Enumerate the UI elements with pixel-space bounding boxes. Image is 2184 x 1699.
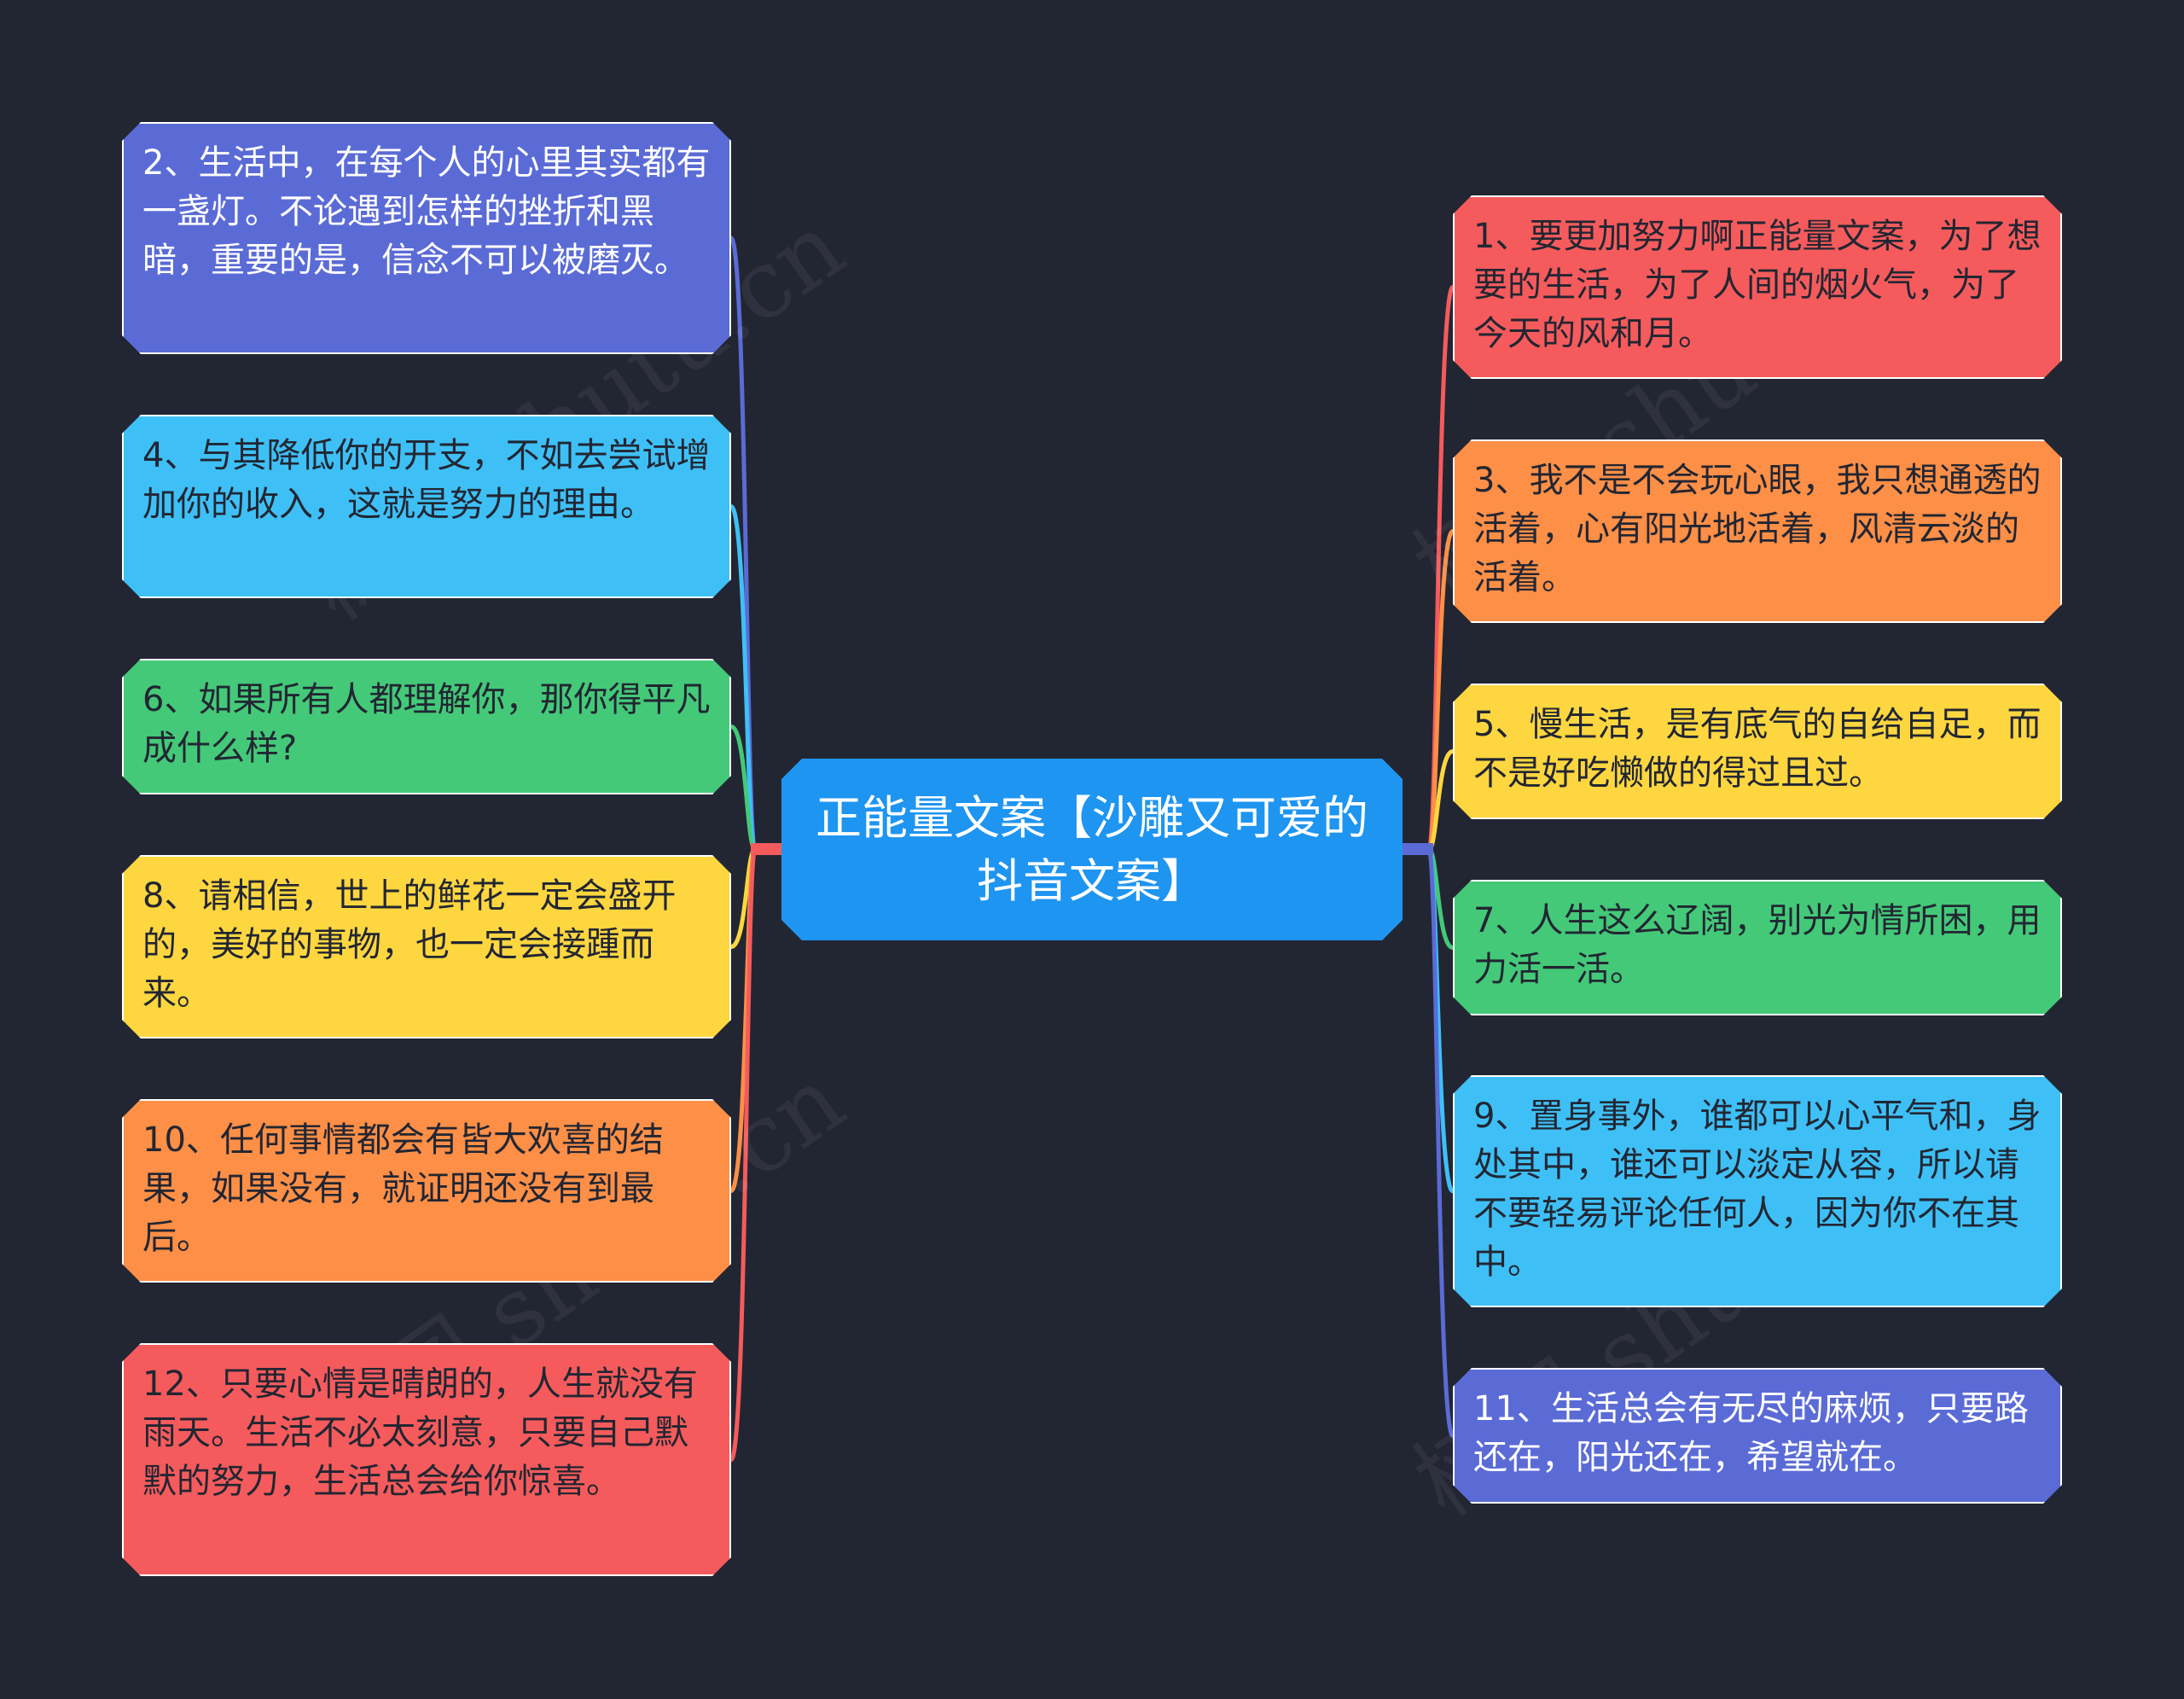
connector-line-right [1403,847,1455,950]
topic-text: 5、慢生活，是有底气的自给自足，而不是好吃懒做的得过且过。 [1473,705,2042,793]
connector-line-left [729,504,781,852]
topic-text: 10、任何事情都会有皆大欢喜的结果，如果没有，就证明还没有到最后。 [142,1120,664,1257]
topic-text: 3、我不是不会玩心眼，我只想通透的活着，心有阳光地活着，风清云淡的活着。 [1473,461,2042,597]
topic-node-right-1[interactable]: 1、要更加努力啊正能量文案，为了想要的生活，为了人间的烟火气，为了今天的风和月。 [1453,195,2062,379]
connector-line-left [729,847,781,1193]
topic-node-right-11[interactable]: 11、生活总会有无尽的麻烦，只要路还在，阳光还在，希望就在。 [1453,1368,2062,1504]
topic-node-right-9[interactable]: 9、置身事外，谁都可以心平气和，身处其中，谁还可以淡定从容，所以请不要轻易评论任… [1453,1075,2062,1307]
topic-node-left-4[interactable]: 4、与其降低你的开支，不如去尝试增加你的收入，这就是努力的理由。 [122,415,731,598]
connector-line-left [729,847,781,1462]
topic-node-left-12[interactable]: 12、只要心情是晴朗的，人生就没有雨天。生活不必太刻意，只要自己默默的努力，生活… [122,1343,731,1576]
connector-line-right [1403,529,1455,852]
connector-line-left [729,847,781,949]
connector-stub-right [1403,843,1433,855]
connector-line-right [1403,847,1455,1194]
topic-node-left-2[interactable]: 2、生活中，在每个人的心里其实都有一盏灯。不论遇到怎样的挫折和黑暗，重要的是，信… [122,122,731,354]
topic-text: 9、置身事外，谁都可以心平气和，身处其中，谁还可以淡定从容，所以请不要轻易评论任… [1473,1097,2042,1282]
topic-text: 1、要更加努力啊正能量文案，为了想要的生活，为了人间的烟火气，为了今天的风和月。 [1473,217,2042,353]
topic-node-left-10[interactable]: 10、任何事情都会有皆大欢喜的结果，如果没有，就证明还没有到最后。 [122,1099,731,1283]
central-topic-label: 正能量文案【沙雕又可爱的抖音文案】 [816,790,1368,908]
topic-text: 8、请相信，世上的鲜花一定会盛开的，美好的事物，也一定会接踵而来。 [142,876,677,1013]
topic-node-right-3[interactable]: 3、我不是不会玩心眼，我只想通透的活着，心有阳光地活着，风清云淡的活着。 [1453,439,2062,623]
connector-stub-left [751,843,781,855]
topic-node-left-8[interactable]: 8、请相信，世上的鲜花一定会盛开的，美好的事物，也一定会接踵而来。 [122,855,731,1039]
topic-text: 4、与其降低你的开支，不如去尝试增加你的收入，这就是努力的理由。 [142,436,711,524]
connector-line-left [729,724,781,852]
topic-text: 2、生活中，在每个人的心里其实都有一盏灯。不论遇到怎样的挫折和黑暗，重要的是，信… [142,143,711,280]
topic-text: 6、如果所有人都理解你，那你得平凡成什么样? [142,680,711,768]
topic-text: 11、生活总会有无尽的麻烦，只要路还在，阳光还在，希望就在。 [1473,1389,2029,1477]
topic-text: 7、人生这么辽阔，别光为情所困，用力活一活。 [1473,901,2042,989]
topic-node-left-6[interactable]: 6、如果所有人都理解你，那你得平凡成什么样? [122,659,731,794]
connector-line-right [1403,749,1455,852]
connector-line-right [1403,847,1455,1438]
topic-text: 12、只要心情是晴朗的，人生就没有雨天。生活不必太刻意，只要自己默默的努力，生活… [142,1364,698,1501]
topic-node-right-7[interactable]: 7、人生这么辽阔，别光为情所困，用力活一活。 [1453,880,2062,1015]
central-topic[interactable]: 正能量文案【沙雕又可爱的抖音文案】 [781,759,1403,940]
topic-node-right-5[interactable]: 5、慢生活，是有底气的自给自足，而不是好吃懒做的得过且过。 [1453,684,2062,819]
